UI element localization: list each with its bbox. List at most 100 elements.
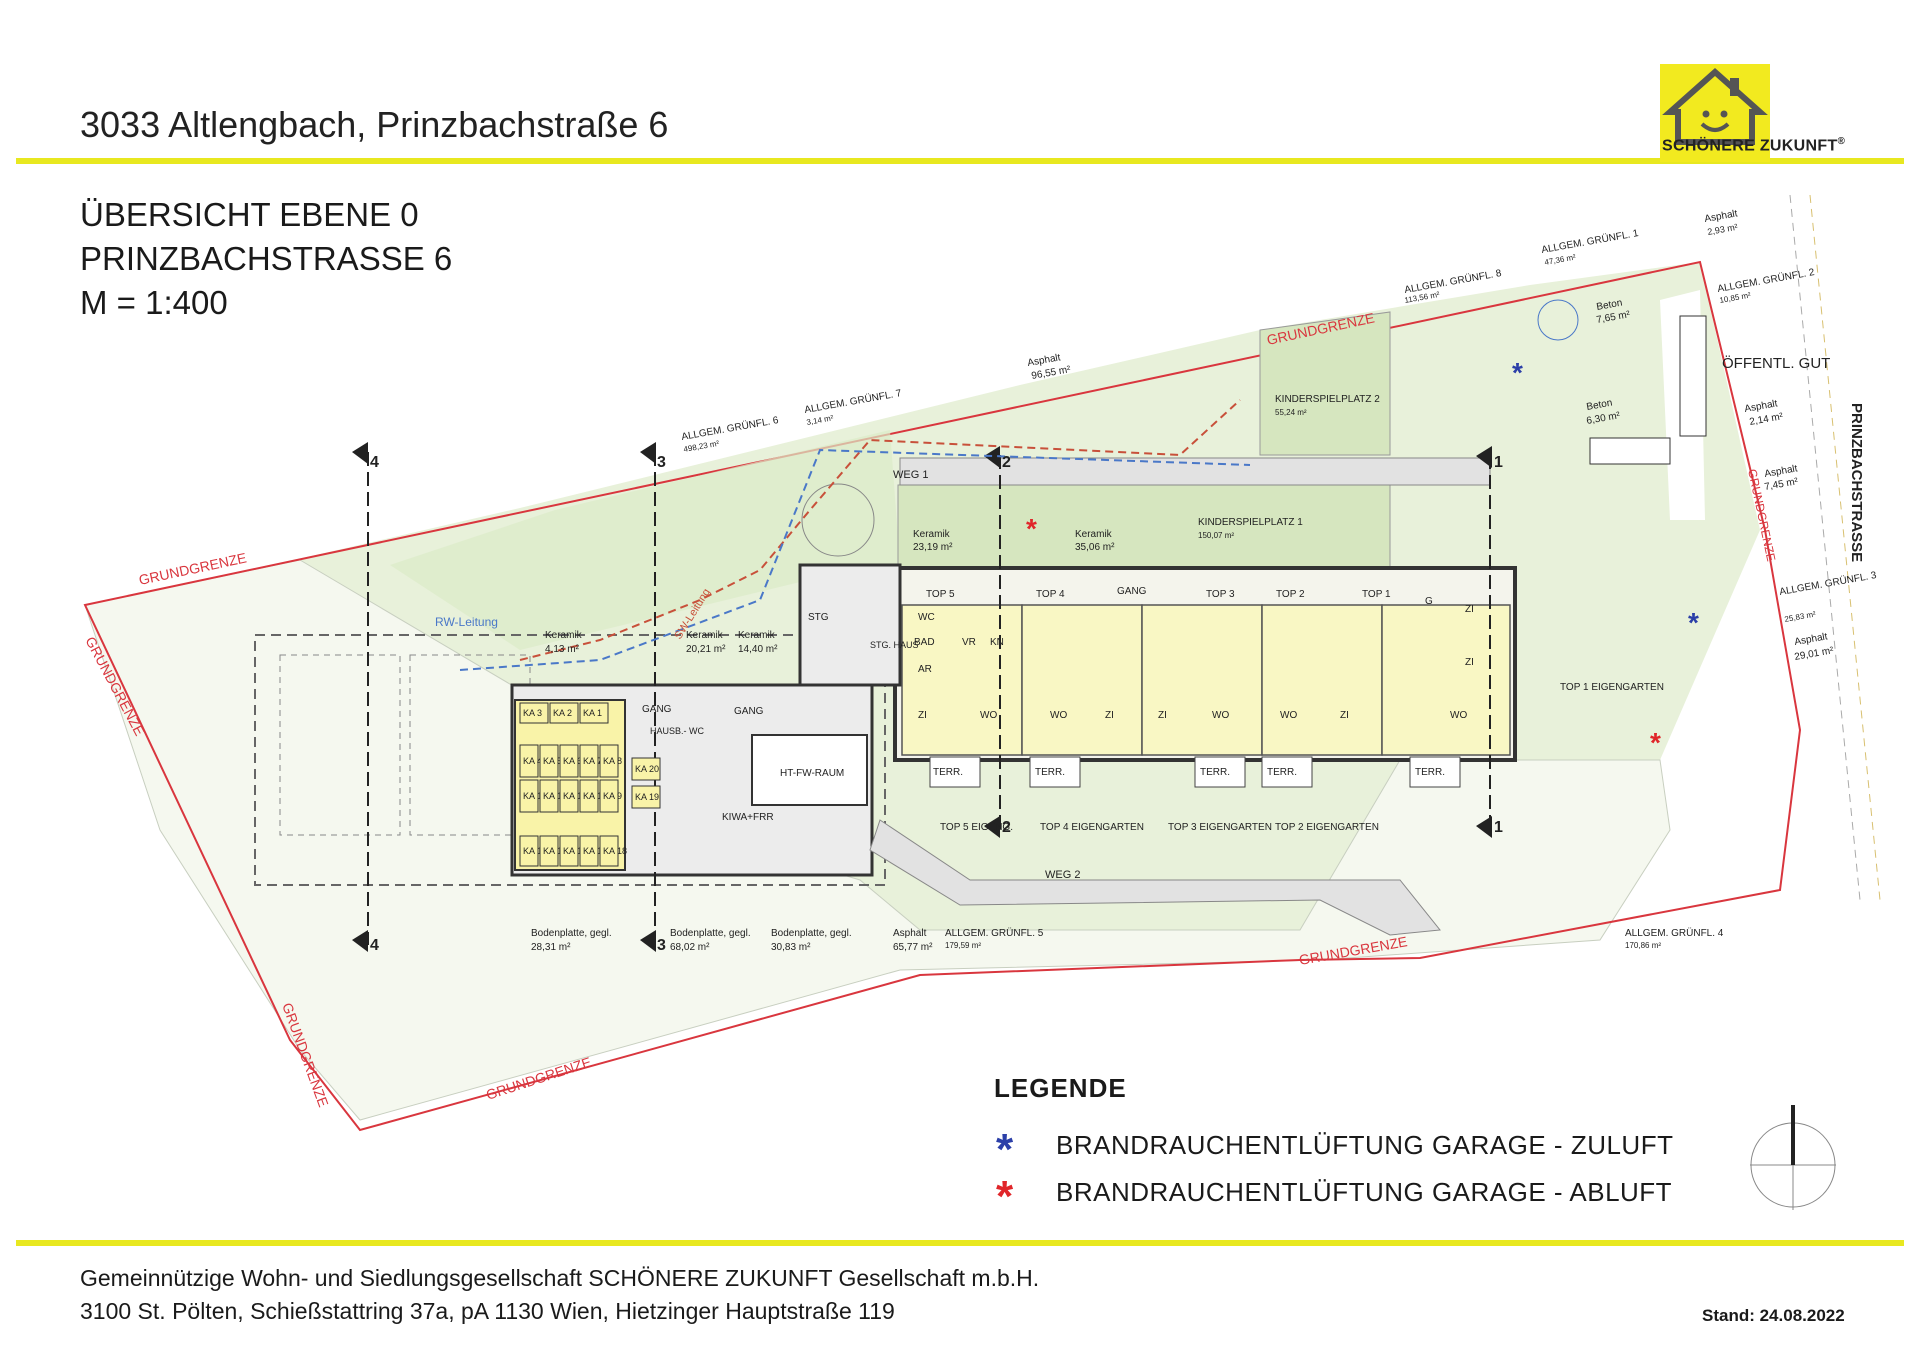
garden-label: TOP 5 EIGENG. [940,822,1013,833]
cellar-label: KA 2 [553,708,572,718]
cellar-label: KA 8 [603,756,622,766]
area-size: 150,07 m² [1198,531,1234,540]
unit-label: TOP 5 [926,589,955,600]
cellar-label: KA 5 [543,756,562,766]
cellar-cell [599,779,619,813]
cellar-label: KA 19 [635,792,659,802]
terrace-label: TERR. [1267,767,1297,778]
area-size: 23,19 m² [913,542,953,553]
cellar-cell [519,779,539,813]
area-size: 179,59 m² [945,941,981,950]
cellar-label: KA 4 [523,756,542,766]
area-size: 65,77 m² [893,942,933,953]
tree-icon [1537,299,1579,341]
cellar-cell [539,779,559,813]
room-label: ZI [1105,710,1114,721]
terrace-label: TERR. [1200,767,1230,778]
footer-address: 3100 St. Pölten, Schießstattring 37a, pA… [80,1298,895,1324]
room-label: GANG [734,706,764,717]
legend-abluft: BRANDRAUCHENTLÜFTUNG GARAGE - ABLUFT [1056,1177,1673,1207]
cellar-label: KA 13 [523,791,547,801]
sheet-subtitle: PRINZBACHSTRASSE 6 [80,240,453,277]
cellar-label: KA 12 [543,791,567,801]
rw-leitung [459,448,1251,671]
apartment-grid [901,604,1511,756]
tree-icon [801,483,875,557]
room-label: ZI [1465,604,1474,615]
area-size: 170,86 m² [1625,941,1661,950]
area-label: ALLGEM. GRÜNFL. 7 [803,387,902,416]
area-size: 20,21 m² [686,644,726,655]
green-strip-left [390,430,900,650]
garage-outline [279,654,401,836]
unit-label: TOP 1 [1362,589,1391,600]
section-3-label: 3 [657,454,666,471]
cellar-cell [539,835,559,867]
cellar-cell [579,779,599,813]
area-label: ALLGEM. GRÜNFL. 2 [1716,266,1815,295]
terrace-label: TERR. [1415,767,1445,778]
room-label: ZI [1158,710,1167,721]
unit-label: TOP 3 [1206,589,1235,600]
project-address: 3033 Altlengbach, Prinzbachstraße 6 [80,104,669,145]
area-size: 35,06 m² [1075,542,1115,553]
footer-company: Gemeinnützige Wohn- und Siedlungsgesells… [80,1265,1040,1291]
cellar-cell [631,785,661,809]
room-label: ZI [918,710,927,721]
zuluft-star-icon: * [996,1125,1014,1174]
cellar-cell [559,744,579,778]
room-label: BAD [914,637,935,648]
room-label: WO [1450,710,1467,721]
section-2-label: 2 [1002,819,1011,836]
footer-rule [16,1240,1904,1246]
zuluft-marker-icon: * [1688,607,1699,638]
area-label: Keramik [738,630,776,641]
room-label: AR [918,664,932,675]
stair-east [1589,437,1671,465]
weg-1 [899,457,1491,486]
area-label: ALLGEM. GRÜNFL. 4 [1625,927,1724,939]
sheet-title: ÜBERSICHT EBENE 0 [80,196,419,233]
cellar-cell [519,702,549,724]
cellar-cell [559,779,579,813]
weg-2-label: WEG 2 [1045,869,1080,881]
area-label: Beton [1596,298,1624,313]
area-size: 30,83 m² [771,942,811,953]
area-label: Bodenplatte, gegl. [531,928,612,939]
cellar-cell [579,835,599,867]
street-label: PRINZBACHSTRASSE [1848,403,1865,562]
cellar-label: KA 18 [603,846,627,856]
cellar-cell [519,835,539,867]
abluft-star-icon: * [996,1172,1014,1221]
abluft-marker-icon: * [1026,513,1037,544]
room-label: WO [980,710,997,721]
section-markers [367,452,1491,945]
street-line [1789,194,1861,901]
area-label: Asphalt [1794,631,1829,648]
header-rule [16,158,1904,164]
area-label: Beton [1586,398,1614,413]
area-size: 68,02 m² [670,942,710,953]
cellar-label: KA 3 [523,708,542,718]
abluft-marker-icon: * [1650,727,1661,758]
cellar-label: KA 17 [583,846,607,856]
area-label: ALLGEM. GRÜNFL. 6 [680,414,779,443]
weg-2 [869,819,1441,936]
cellar-label: KA 14 [523,846,547,856]
cellar-label: KA 6 [563,756,582,766]
area-label: ALLGEM. GRÜNFL. 5 [945,927,1044,939]
section-4-label: 4 [370,454,379,471]
room-label: VR [962,637,976,648]
area-size: 2,93 m² [1707,222,1739,237]
garden-label: TOP 1 EIGENGARTEN [1560,682,1664,693]
room-label: WO [1280,710,1297,721]
area-label: ALLGEM. GRÜNFL. 1 [1540,227,1639,256]
cellar-label: KA 16 [563,846,587,856]
room-label: KIWA+FRR [722,812,774,823]
area-size: 4,13 m² [545,644,580,655]
area-size: 3,14 m² [806,413,835,427]
sheet-scale: M = 1:400 [80,284,228,321]
room-label: ZI [1340,710,1349,721]
cellar-label: KA 11 [563,791,586,801]
